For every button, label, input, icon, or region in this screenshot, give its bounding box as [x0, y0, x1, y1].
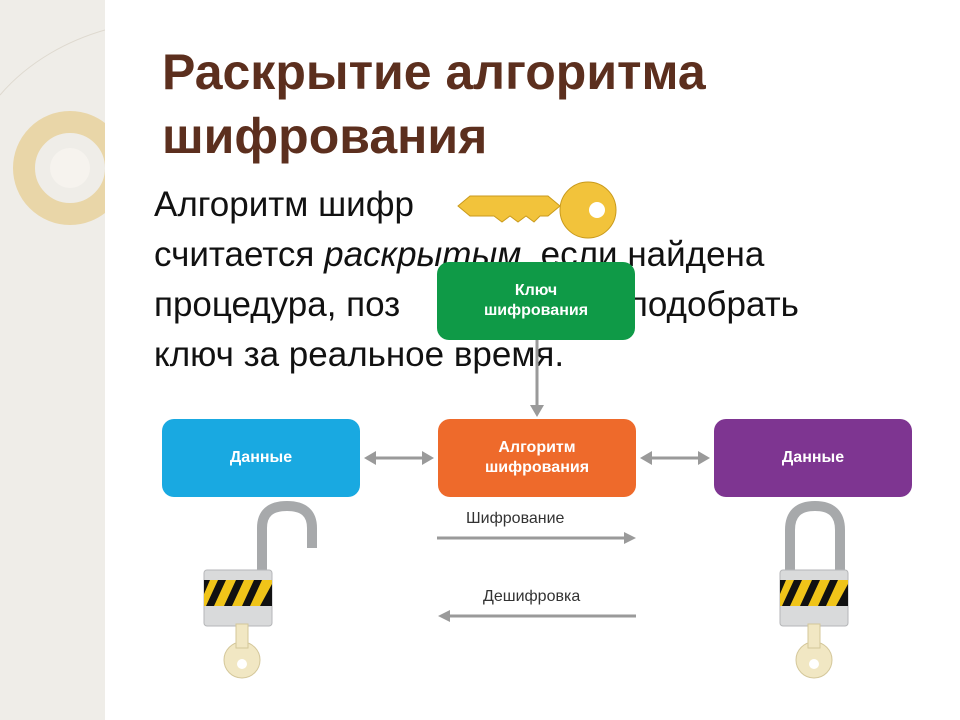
alg-box-line-1: Алгоритм [498, 439, 576, 456]
body-line-3a: процедура, поз [154, 285, 401, 324]
data-left-label: Данные [229, 449, 293, 466]
body-paragraph: Алгоритм шифр считается раскрытым, если … [154, 180, 914, 380]
data-box-right: Данные [714, 419, 912, 497]
body-line-1: Алгоритм шифр [154, 185, 414, 224]
data-box-left: Данные [162, 419, 360, 497]
decorative-left-strip [0, 0, 105, 720]
title-line-1: Раскрытие алгоритма [162, 44, 706, 100]
key-box-line-1: Ключ [514, 282, 558, 299]
open-padlock-icon [203, 500, 317, 679]
data-right-label: Данные [781, 449, 845, 466]
decrypt-label: Дешифровка [483, 588, 581, 605]
slide-title: Раскрытие алгоритма шифрования [162, 40, 922, 168]
closed-padlock-icon [779, 500, 849, 679]
body-line-4: ключ за реальное время. [154, 335, 565, 374]
title-line-2: шифрования [162, 108, 488, 164]
double-arrow-left-icon [364, 451, 434, 465]
encrypt-arrow-icon [437, 532, 636, 544]
key-box-line-2: шифрования [483, 302, 589, 319]
decorative-ring-icon [0, 29, 105, 225]
encrypt-label: Шифрование [466, 510, 565, 527]
body-line-2a: считается [154, 235, 325, 274]
alg-box-line-2: шифрования [484, 459, 590, 476]
double-arrow-right-icon [640, 451, 710, 465]
key-box: Ключ шифрования [437, 262, 635, 340]
algorithm-box: Алгоритм шифрования [438, 419, 636, 497]
decrypt-arrow-icon [438, 610, 636, 622]
